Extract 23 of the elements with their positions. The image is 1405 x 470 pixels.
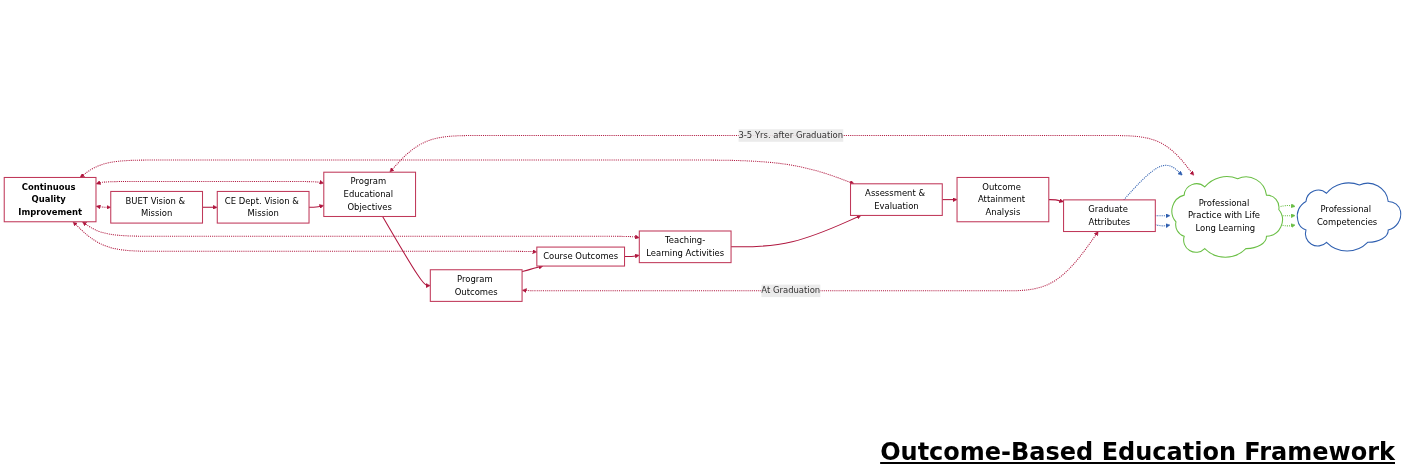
arrow — [1123, 164, 1183, 201]
node-box: Teaching-Learning Activities — [638, 230, 732, 263]
arrow — [96, 204, 111, 210]
node-box: Assessment & Evaluation — [850, 182, 943, 216]
arrow — [95, 179, 324, 185]
node-box: Program Educational Objectives — [323, 171, 417, 217]
node-box: Course Outcomes — [536, 246, 626, 267]
arrow — [1048, 198, 1064, 203]
edge-label: At Graduation — [761, 285, 821, 296]
node-box: BUET Vision & Mission — [110, 190, 204, 224]
node-box: Graduate Attributes — [1063, 199, 1156, 232]
diagram-title: Outcome-Based Education Framework — [880, 438, 1395, 466]
node-box: Outcome Attainment Analysis — [956, 176, 1050, 222]
node-box: CE Dept. Vision & Mission — [216, 190, 310, 224]
arrow — [79, 159, 855, 185]
arrow — [202, 204, 218, 210]
edge-label: 3-5 Yrs. after Graduation — [738, 129, 844, 140]
arrow — [1280, 203, 1296, 208]
arrow — [624, 253, 640, 258]
arrow — [82, 221, 640, 239]
node-box: Program Outcomes — [429, 268, 523, 302]
arrow — [382, 215, 431, 288]
node-box: Continuous Quality Improvement — [3, 176, 97, 222]
